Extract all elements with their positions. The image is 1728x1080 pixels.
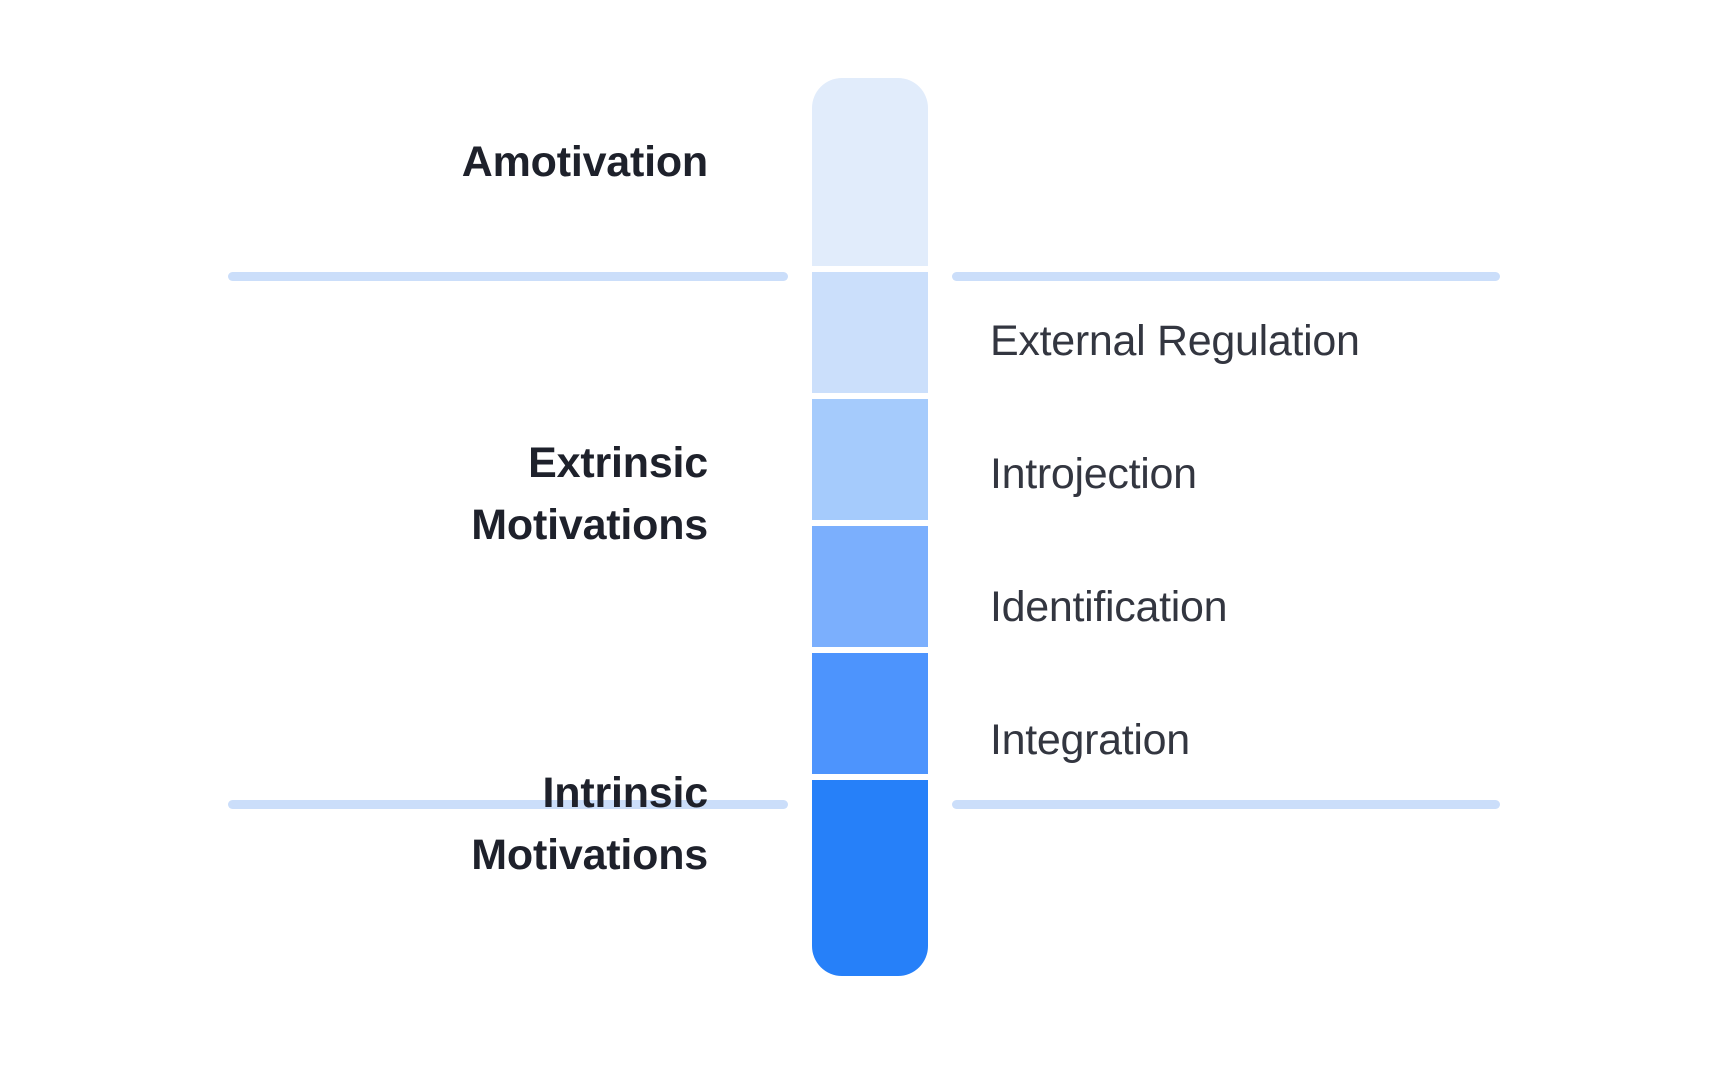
label-intrinsic-motivations: Intrinsic Motivations <box>0 762 708 887</box>
spectrum-segment-identification <box>812 526 928 647</box>
label-extrinsic-line2: Motivations <box>471 501 708 550</box>
divider-bottom-left <box>228 800 788 809</box>
spectrum-segment-intrinsic <box>812 780 928 976</box>
divider-top-right <box>952 272 1500 281</box>
label-intrinsic-line2: Motivations <box>471 831 708 880</box>
label-extrinsic-line1: Extrinsic <box>528 439 708 487</box>
spectrum-segment-introjection <box>812 399 928 520</box>
label-introjection: Introjection <box>990 450 1197 498</box>
label-external-regulation: External Regulation <box>990 317 1360 365</box>
motivation-spectrum-bar <box>812 78 928 1008</box>
label-amotivation-line1: Amotivation <box>461 138 708 186</box>
divider-top-left <box>228 272 788 281</box>
label-extrinsic-motivations: Extrinsic Motivations <box>0 432 708 557</box>
spectrum-segment-external-regulation <box>812 272 928 393</box>
label-identification: Identification <box>990 583 1228 631</box>
label-amotivation: Amotivation <box>0 131 708 193</box>
label-intrinsic-line1: Intrinsic <box>542 769 709 817</box>
spectrum-segment-amotivation <box>812 78 928 266</box>
spectrum-segment-integration <box>812 653 928 774</box>
label-integration: Integration <box>990 716 1190 764</box>
divider-bottom-right <box>952 800 1500 809</box>
